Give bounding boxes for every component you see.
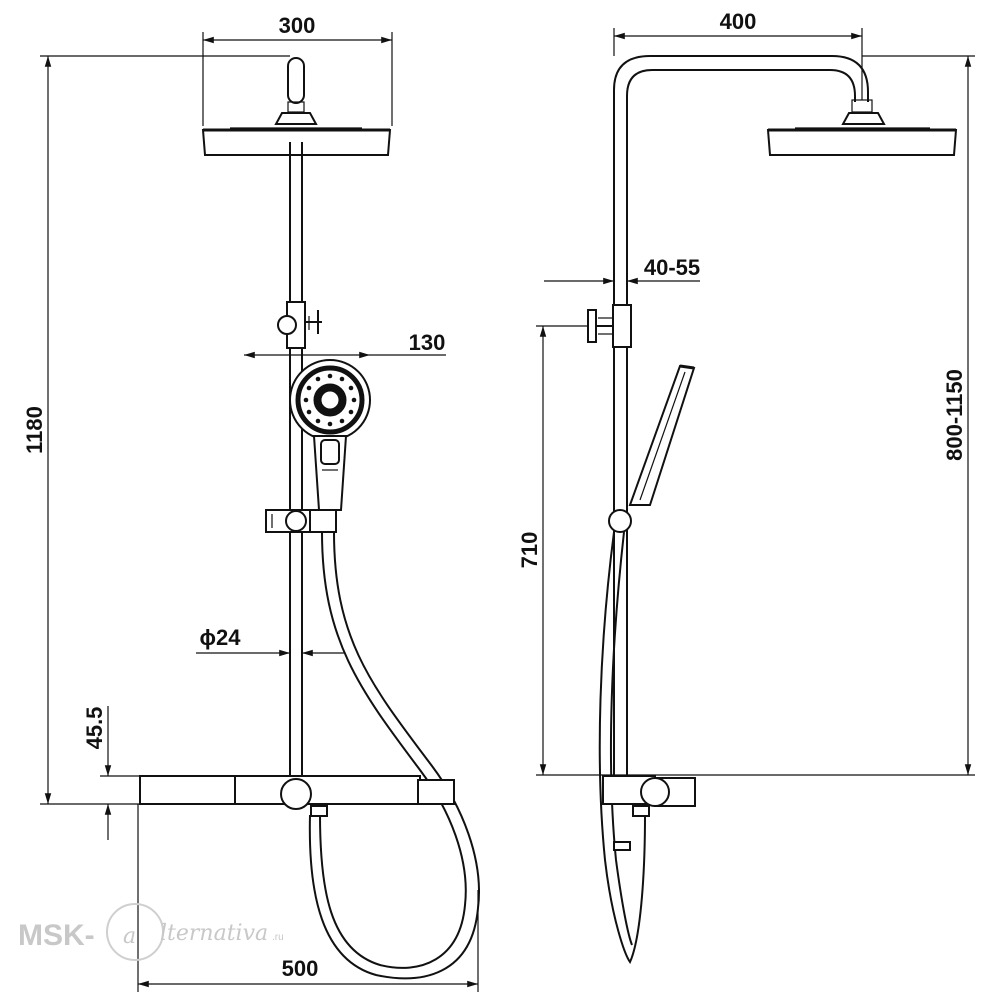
watermark-domain: .ru bbox=[272, 932, 284, 943]
front-view bbox=[139, 57, 480, 980]
side-wall-bracket bbox=[587, 304, 632, 348]
front-hand-shower bbox=[289, 359, 371, 511]
dimension-lines bbox=[40, 28, 975, 992]
dim-label-130: 130 bbox=[409, 330, 446, 355]
dim-label-800-1150: 800-1150 bbox=[942, 369, 967, 461]
dim-label-40-55: 40-55 bbox=[644, 255, 700, 280]
dimension-labels: 300 400 40-55 130 1180 ϕ24 45.5 500 710 … bbox=[22, 9, 967, 981]
dim-label-1180: 1180 bbox=[22, 406, 47, 454]
dim-label-phi24: ϕ24 bbox=[200, 625, 242, 650]
side-rain-head bbox=[766, 112, 958, 156]
watermark: MSK- a lternativa .ru bbox=[18, 903, 284, 961]
front-hose bbox=[308, 531, 480, 980]
side-hose bbox=[598, 531, 646, 964]
watermark-script: lternativa bbox=[160, 921, 268, 946]
front-rain-head bbox=[201, 57, 392, 156]
side-view bbox=[587, 55, 958, 964]
front-slide-holder bbox=[265, 509, 337, 533]
front-rail bbox=[289, 142, 303, 780]
watermark-brand: MSK- bbox=[18, 919, 95, 952]
watermark-logo-letter: a bbox=[123, 924, 136, 949]
dim-label-400: 400 bbox=[720, 9, 757, 34]
side-rail-arm bbox=[613, 55, 873, 778]
dim-label-45-5: 45.5 bbox=[82, 707, 107, 750]
side-hand-shower bbox=[608, 364, 696, 533]
dim-label-500: 500 bbox=[282, 956, 319, 981]
watermark-logo-icon bbox=[106, 903, 164, 961]
front-shelf bbox=[139, 775, 455, 817]
dim-label-300: 300 bbox=[279, 13, 316, 38]
front-wall-bracket bbox=[277, 301, 322, 349]
dim-label-710: 710 bbox=[517, 532, 542, 569]
side-shelf bbox=[602, 775, 696, 851]
